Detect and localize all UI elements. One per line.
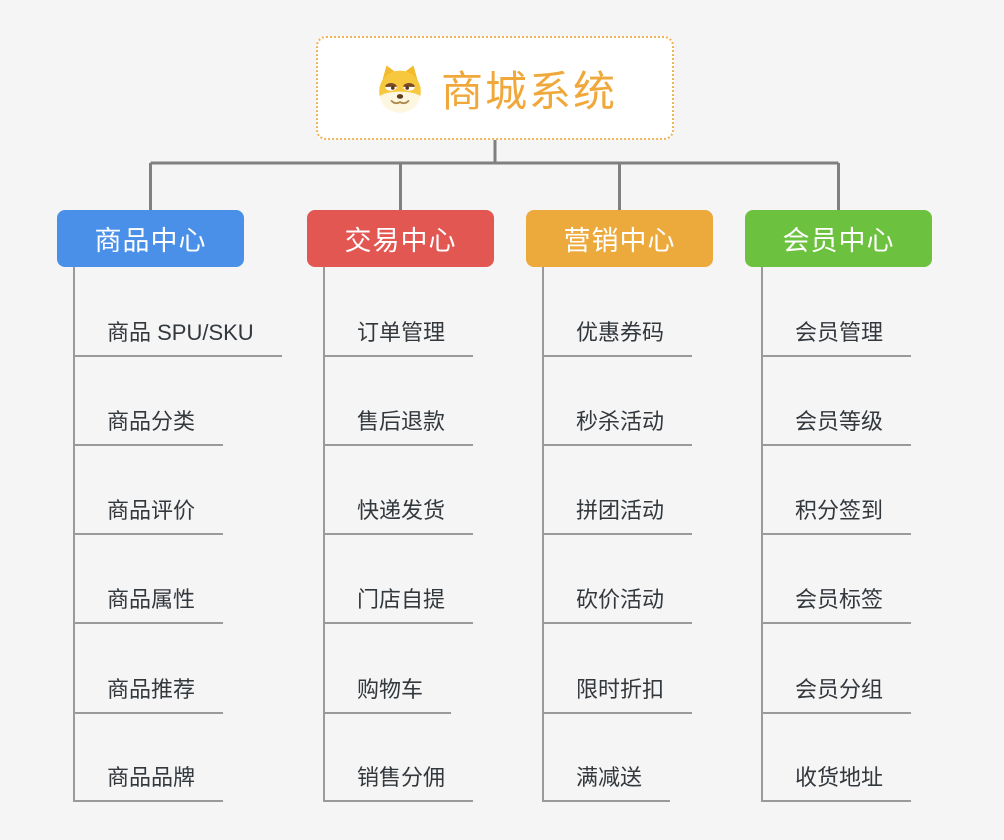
child-node-product-1[interactable]: 商品分类 bbox=[73, 402, 223, 446]
root-node[interactable]: 商城系统 bbox=[316, 36, 674, 140]
child-node-product-3[interactable]: 商品属性 bbox=[73, 580, 223, 624]
branch-node-marketing[interactable]: 营销中心 bbox=[526, 210, 713, 267]
child-node-product-0[interactable]: 商品 SPU/SKU bbox=[73, 313, 282, 357]
child-node-marketing-1[interactable]: 秒杀活动 bbox=[542, 402, 692, 446]
child-node-trade-3[interactable]: 门店自提 bbox=[323, 580, 473, 624]
child-node-product-4[interactable]: 商品推荐 bbox=[73, 670, 223, 714]
branch-node-product[interactable]: 商品中心 bbox=[57, 210, 244, 267]
child-node-member-0[interactable]: 会员管理 bbox=[761, 313, 911, 357]
child-node-trade-4[interactable]: 购物车 bbox=[323, 670, 451, 714]
branch-node-trade[interactable]: 交易中心 bbox=[307, 210, 494, 267]
child-node-member-4[interactable]: 会员分组 bbox=[761, 670, 911, 714]
child-node-product-5[interactable]: 商品品牌 bbox=[73, 758, 223, 802]
child-node-marketing-2[interactable]: 拼团活动 bbox=[542, 491, 692, 535]
child-node-member-2[interactable]: 积分签到 bbox=[761, 491, 911, 535]
dog-icon bbox=[373, 63, 427, 113]
child-node-marketing-0[interactable]: 优惠券码 bbox=[542, 313, 692, 357]
child-node-marketing-4[interactable]: 限时折扣 bbox=[542, 670, 692, 714]
child-node-trade-1[interactable]: 售后退款 bbox=[323, 402, 473, 446]
branch-node-member[interactable]: 会员中心 bbox=[745, 210, 932, 267]
child-node-member-3[interactable]: 会员标签 bbox=[761, 580, 911, 624]
child-node-product-2[interactable]: 商品评价 bbox=[73, 491, 223, 535]
child-node-member-5[interactable]: 收货地址 bbox=[761, 758, 911, 802]
child-node-marketing-3[interactable]: 砍价活动 bbox=[542, 580, 692, 624]
child-node-trade-0[interactable]: 订单管理 bbox=[323, 313, 473, 357]
child-node-member-1[interactable]: 会员等级 bbox=[761, 402, 911, 446]
child-node-trade-2[interactable]: 快递发货 bbox=[323, 491, 473, 535]
child-node-trade-5[interactable]: 销售分佣 bbox=[323, 758, 473, 802]
root-title: 商城系统 bbox=[441, 58, 617, 119]
child-node-marketing-5[interactable]: 满减送 bbox=[542, 758, 670, 802]
